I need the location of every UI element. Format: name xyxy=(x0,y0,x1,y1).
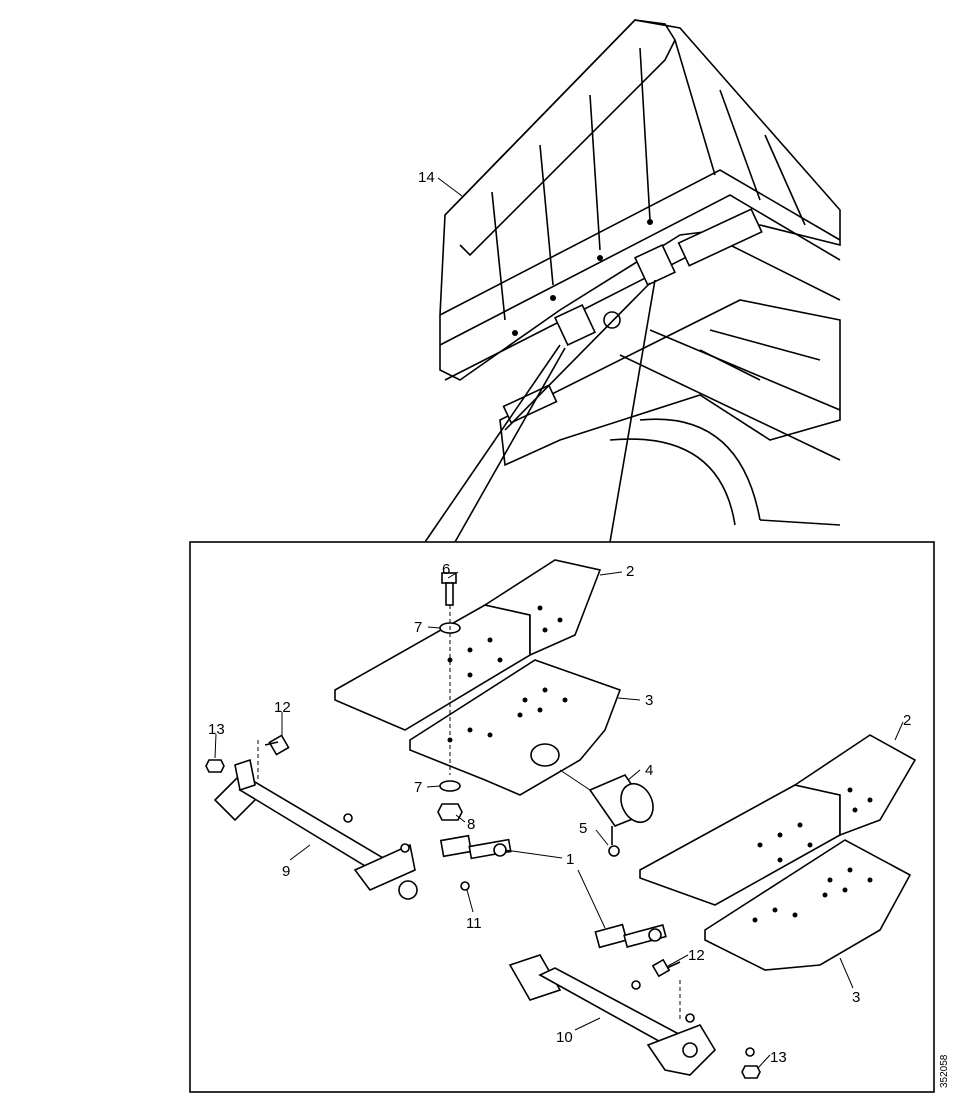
label-4: 4 xyxy=(645,762,653,779)
label-7-lower: 7 xyxy=(414,779,422,796)
crossmember xyxy=(699,349,761,381)
body-ribs xyxy=(491,39,806,321)
nut-11d xyxy=(631,980,641,990)
label-10: 10 xyxy=(556,1029,573,1046)
label-2-upper: 2 xyxy=(626,563,634,580)
figure-code: 352058 xyxy=(939,1054,950,1088)
chassis-rail xyxy=(619,354,841,461)
label-11: 11 xyxy=(466,915,482,932)
label-3-lower: 3 xyxy=(852,989,860,1006)
nut-13-lower-a xyxy=(745,1047,755,1057)
detail-leaders xyxy=(424,279,656,543)
nut-13-upper xyxy=(205,759,225,773)
joint-1-upper xyxy=(439,834,512,860)
nut-8 xyxy=(437,803,463,821)
label-6: 6 xyxy=(442,561,450,578)
body-fixings xyxy=(512,219,653,336)
nut-11c xyxy=(460,881,470,891)
washer-7-lower xyxy=(439,780,461,792)
label-1: 1 xyxy=(566,851,574,868)
nut-13-lower-b xyxy=(741,1065,761,1079)
label-12-upper: 12 xyxy=(274,699,291,716)
plate-3-upper xyxy=(409,659,622,796)
nut-11a xyxy=(343,813,353,823)
label-13-upper: 13 xyxy=(208,721,225,738)
arm-10 xyxy=(508,954,717,1076)
wheel-arch-inner xyxy=(609,438,736,526)
label-9: 9 xyxy=(282,863,290,880)
arch-base xyxy=(759,519,841,526)
label-2-lower: 2 xyxy=(903,712,911,729)
label-3-upper: 3 xyxy=(645,692,653,709)
body-bottom-edge xyxy=(439,169,841,316)
nut-11e xyxy=(685,1013,695,1023)
joint-1-lower xyxy=(594,923,667,949)
label-14: 14 xyxy=(418,169,435,186)
hinge-brackets xyxy=(502,208,763,424)
crossmember-2 xyxy=(709,329,821,361)
nut-11b xyxy=(400,843,410,853)
wheel-arch xyxy=(639,418,761,521)
label-12-lower: 12 xyxy=(688,947,705,964)
bolt-12-lower xyxy=(651,958,681,1020)
plate-3-lower xyxy=(704,839,912,971)
body-bottom-edge-2 xyxy=(439,194,841,346)
arm-9 xyxy=(213,758,418,900)
plate-2-lower xyxy=(639,734,917,906)
detail-box xyxy=(189,541,935,1093)
chassis-frame xyxy=(499,299,841,467)
truck-overview xyxy=(439,19,841,526)
label-7-upper: 7 xyxy=(414,619,422,636)
chassis-rail-2 xyxy=(649,329,841,411)
callout-leaders xyxy=(214,177,904,1069)
callout-labels: 14 6 2 7 3 2 12 13 7 4 5 8 1 9 11 12 3 1… xyxy=(208,169,911,1066)
label-8: 8 xyxy=(467,816,475,833)
label-5: 5 xyxy=(579,820,587,837)
label-13-lower: 13 xyxy=(770,1049,787,1066)
nipple-5 xyxy=(608,826,620,857)
bolt-12-upper xyxy=(257,734,290,782)
plate-2-upper xyxy=(334,559,602,731)
bushing-4 xyxy=(559,769,654,827)
